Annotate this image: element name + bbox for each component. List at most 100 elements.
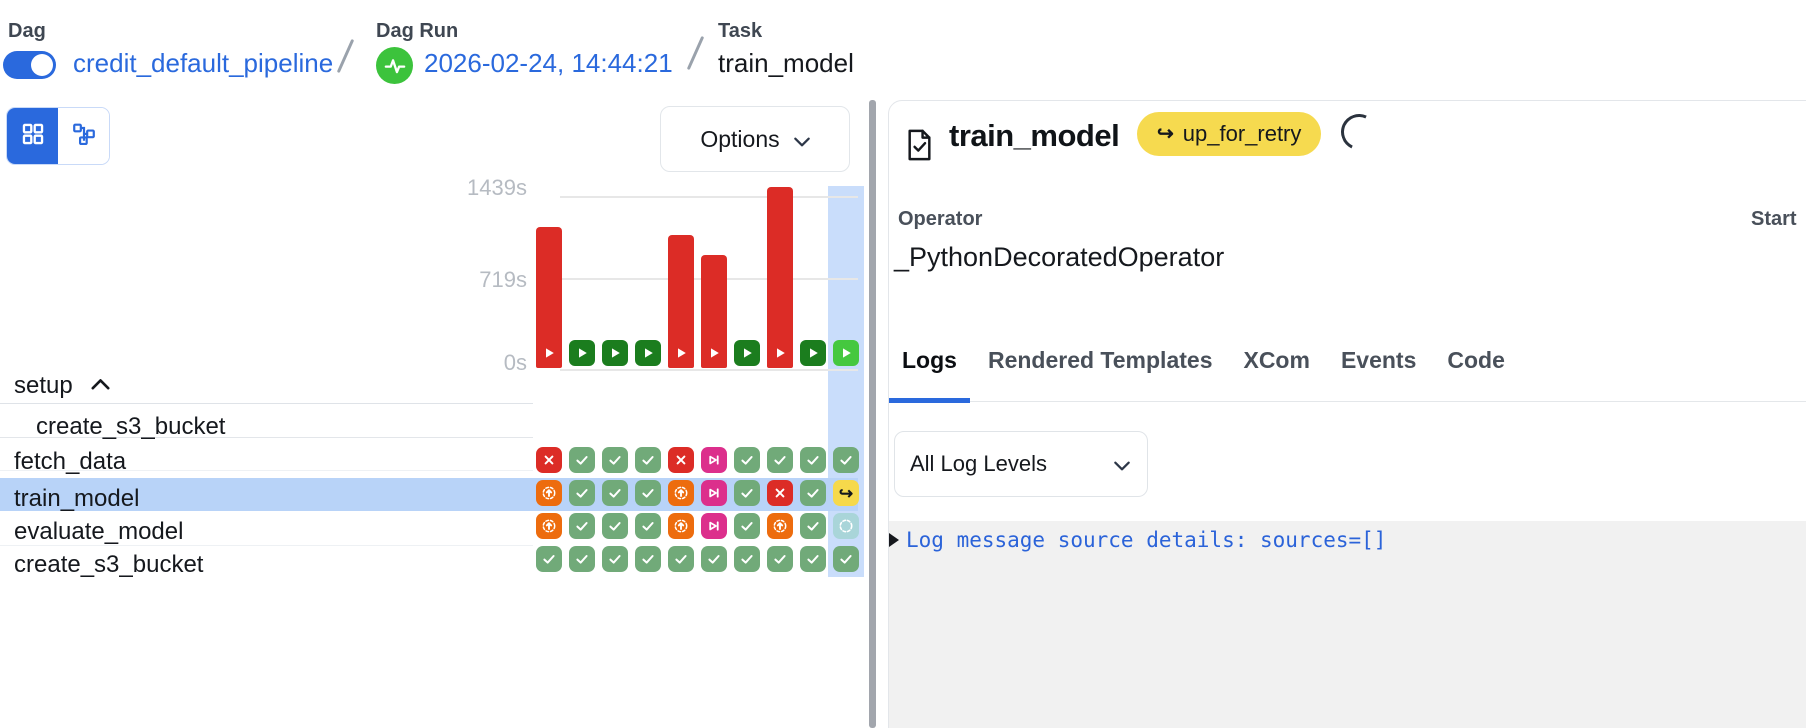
- task-group-label: setup: [14, 372, 73, 399]
- row-separator: [0, 437, 533, 438]
- task-instance-square[interactable]: [602, 513, 628, 539]
- dag-run-date-link[interactable]: 2026-02-24, 14:44:21: [424, 48, 673, 78]
- task-instance-square[interactable]: [767, 447, 793, 473]
- task-instance-square[interactable]: [701, 480, 727, 506]
- task-instance-square[interactable]: [767, 546, 793, 572]
- task-instance-square[interactable]: [701, 546, 727, 572]
- dag-run-label: Dag Run: [376, 20, 459, 42]
- task-instance-square[interactable]: [602, 480, 628, 506]
- start-label: Start: [1751, 208, 1797, 230]
- task-instance-square[interactable]: ↪: [833, 480, 859, 506]
- task-instance-square[interactable]: [734, 447, 760, 473]
- task-instance-square[interactable]: [536, 447, 562, 473]
- task-instance-square[interactable]: [734, 513, 760, 539]
- selected-run-highlight: [828, 186, 864, 577]
- tab-xcom[interactable]: XCom: [1243, 347, 1310, 373]
- task-instance-square[interactable]: [800, 546, 826, 572]
- task-instance-square[interactable]: [800, 480, 826, 506]
- task-row-label[interactable]: create_s3_bucket: [14, 551, 204, 578]
- tab-code[interactable]: Code: [1447, 347, 1505, 373]
- task-instance-square[interactable]: [536, 513, 562, 539]
- task-row-label[interactable]: evaluate_model: [14, 518, 184, 545]
- task-instance-square[interactable]: [668, 480, 694, 506]
- task-instance-square[interactable]: [668, 447, 694, 473]
- operator-value: _PythonDecoratedOperator: [894, 242, 1225, 272]
- duration-axis-tick: 0s: [503, 350, 527, 375]
- dag-run-square[interactable]: [668, 340, 694, 366]
- task-instance-square[interactable]: [536, 480, 562, 506]
- view-toggle-group: [6, 107, 110, 165]
- task-instance-square[interactable]: [734, 546, 760, 572]
- task-instance-square[interactable]: [635, 513, 661, 539]
- dag-pause-toggle[interactable]: [3, 51, 56, 79]
- graph-icon: [72, 123, 95, 150]
- dag-run-square[interactable]: [602, 340, 628, 366]
- duration-axis-tick: 719s: [479, 267, 527, 292]
- tab-rendered-templates[interactable]: Rendered Templates: [987, 347, 1213, 373]
- task-instance-square[interactable]: [800, 447, 826, 473]
- loading-spinner: [1335, 108, 1383, 156]
- task-instance-square[interactable]: [833, 513, 859, 539]
- state-badge-label: up_for_retry: [1182, 121, 1302, 146]
- task-instance-square[interactable]: [635, 546, 661, 572]
- task-instance-square[interactable]: [734, 480, 760, 506]
- task-group-setup[interactable]: setup: [14, 372, 110, 400]
- run-duration-bar[interactable]: [767, 187, 793, 368]
- log-line[interactable]: Log message source details: sources=[]: [889, 521, 1806, 552]
- dag-run-square[interactable]: [701, 340, 727, 366]
- task-row-label[interactable]: fetch_data: [14, 448, 127, 475]
- task-instance-square[interactable]: [602, 447, 628, 473]
- task-instance-square[interactable]: [635, 480, 661, 506]
- task-instance-square[interactable]: [536, 546, 562, 572]
- operator-label: Operator: [898, 208, 983, 230]
- task-instance-square[interactable]: [602, 546, 628, 572]
- task-instance-square[interactable]: [569, 447, 595, 473]
- task-instance-square[interactable]: [767, 513, 793, 539]
- dag-run-square[interactable]: [800, 340, 826, 366]
- dag-name-link[interactable]: credit_default_pipeline: [73, 48, 334, 78]
- task-instance-square[interactable]: [668, 513, 694, 539]
- task-row-label[interactable]: create_s3_bucket: [36, 413, 226, 440]
- task-instance-square[interactable]: [833, 447, 859, 473]
- panel-resize-handle[interactable]: [869, 100, 876, 728]
- task-instance-square[interactable]: [569, 480, 595, 506]
- task-row-label[interactable]: train_model: [14, 485, 140, 512]
- task-instance-square[interactable]: [701, 447, 727, 473]
- task-instance-square[interactable]: [701, 513, 727, 539]
- dag-run-square[interactable]: [833, 340, 859, 366]
- log-level-select[interactable]: All Log Levels: [894, 431, 1148, 497]
- dag-run-square[interactable]: [734, 340, 760, 366]
- log-level-select-value: All Log Levels: [910, 451, 1047, 476]
- task-instance-square[interactable]: [668, 546, 694, 572]
- toggle-knob: [31, 54, 53, 76]
- task-instance-square[interactable]: [569, 546, 595, 572]
- dag-run-status-icon: [376, 47, 413, 84]
- duration-axis-tick: 1439s: [467, 175, 527, 200]
- log-viewer: Log message source details: sources=[]: [889, 521, 1806, 728]
- task-instance-square[interactable]: [833, 546, 859, 572]
- chevron-down-icon: [1114, 451, 1130, 477]
- task-instance-square[interactable]: [635, 447, 661, 473]
- dag-run-square[interactable]: [569, 340, 595, 366]
- tab-events[interactable]: Events: [1340, 347, 1417, 373]
- graph-view-button[interactable]: [58, 108, 109, 164]
- state-badge: ↪ up_for_retry: [1137, 112, 1322, 156]
- tab-logs[interactable]: Logs: [889, 347, 970, 403]
- dag-run-square[interactable]: [635, 340, 661, 366]
- retry-arrow-icon: ↪: [1157, 123, 1174, 145]
- task-instance-square[interactable]: [569, 513, 595, 539]
- grid-view-button[interactable]: [7, 108, 58, 164]
- task-doc-icon: [906, 129, 933, 166]
- breadcrumb-dag-section: Dag: [8, 20, 46, 43]
- task-detail-panel: train_model ↪ up_for_retry Operator Star…: [888, 100, 1806, 728]
- options-button[interactable]: Options: [660, 106, 850, 172]
- panel-title: train_model: [949, 118, 1120, 153]
- dag-run-square[interactable]: [767, 340, 793, 366]
- chevron-up-icon[interactable]: [91, 377, 110, 395]
- row-separator: [0, 545, 533, 546]
- chevron-down-icon: [793, 126, 810, 153]
- task-instance-square[interactable]: [800, 513, 826, 539]
- task-instance-square[interactable]: [767, 480, 793, 506]
- dag-run-square[interactable]: [536, 340, 562, 366]
